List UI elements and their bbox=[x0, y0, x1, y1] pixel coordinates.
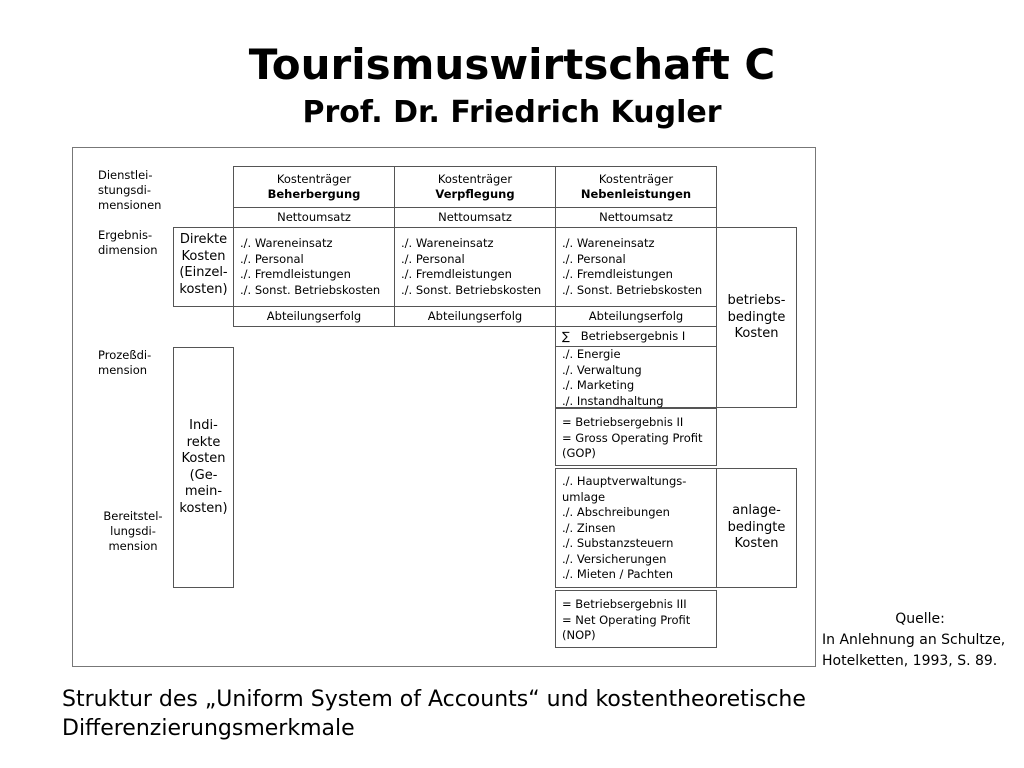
result-line: (NOP) bbox=[562, 628, 596, 642]
result-dimension-label: Ergebnis- dimension bbox=[98, 228, 158, 257]
cost-item: ./. Personal bbox=[401, 251, 465, 266]
cost-item: ./. Wareneinsatz bbox=[401, 236, 494, 250]
sum-icon: ∑ bbox=[562, 329, 570, 343]
service-dimension-label: Dienstlei- stungsdi- mensionen bbox=[98, 168, 162, 212]
result-line: = Gross Operating Profit bbox=[562, 430, 703, 445]
slide-subtitle: Prof. Dr. Friedrich Kugler bbox=[302, 95, 722, 130]
result-line: = Betriebsergebnis III bbox=[562, 597, 687, 611]
cost-unit-name: Verpflegung bbox=[435, 187, 515, 201]
department-result-cell: Abteilungserfolg bbox=[394, 306, 556, 327]
department-result-cell: Abteilungserfolg bbox=[555, 306, 717, 327]
cost-item: ./. Instandhaltung bbox=[562, 393, 664, 408]
caption-line: Differenzierungsmerkmale bbox=[62, 716, 355, 741]
diagram-frame bbox=[72, 147, 816, 667]
result-line: = Betriebsergebnis II bbox=[562, 415, 684, 429]
fixed-costs-box: ./. Hauptverwaltungs- umlage ./. Abschre… bbox=[555, 468, 717, 588]
source-line: Hotelketten, 1993, S. 89. bbox=[822, 653, 998, 669]
cost-items-ancillary: ./. Wareneinsatz ./. Personal ./. Fremdl… bbox=[555, 227, 717, 307]
cost-unit-header-catering: Kostenträger Verpflegung bbox=[394, 166, 556, 208]
cost-item: ./. Sonst. Betriebskosten bbox=[401, 282, 542, 297]
direct-costs-box: Direkte Kosten (Einzel- kosten) bbox=[173, 227, 234, 307]
cost-items-catering: ./. Wareneinsatz ./. Personal ./. Fremdl… bbox=[394, 227, 556, 307]
cost-item: ./. Zinsen bbox=[562, 520, 616, 535]
operating-result-1-label: Betriebsergebnis I bbox=[580, 329, 686, 343]
readiness-dimension-label: Bereitstel- lungsdi- mension bbox=[103, 509, 163, 553]
cost-item: ./. Substanzsteuern bbox=[562, 536, 674, 550]
cost-unit-label: Kostenträger bbox=[598, 171, 674, 186]
net-revenue-cell: Nettoumsatz bbox=[394, 207, 556, 228]
cost-item: ./. Wareneinsatz bbox=[240, 236, 333, 250]
operating-result-3-box: = Betriebsergebnis III = Net Operating P… bbox=[555, 590, 717, 648]
cost-item: ./. Versicherungen bbox=[562, 551, 667, 566]
cost-item: ./. Energie bbox=[562, 347, 621, 361]
cost-item: ./. Marketing bbox=[562, 378, 635, 392]
slide-caption: Struktur des „Uniform System of Accounts… bbox=[62, 685, 806, 743]
cost-item: ./. Mieten / Pachten bbox=[562, 567, 674, 581]
operation-related-costs-box: betriebs- bedingte Kosten bbox=[716, 227, 797, 408]
operating-result-1-cell: ∑ Betriebsergebnis I bbox=[555, 326, 717, 347]
cost-item: ./. Hauptverwaltungs- bbox=[562, 474, 687, 488]
operating-costs-box: ./. Energie ./. Verwaltung ./. Marketing… bbox=[555, 346, 717, 408]
cost-unit-name: Beherbergung bbox=[267, 187, 361, 201]
asset-related-costs-box: anlage- bedingte Kosten bbox=[716, 468, 797, 588]
cost-item: ./. Personal bbox=[562, 251, 626, 266]
cost-unit-label: Kostenträger bbox=[437, 171, 513, 186]
cost-unit-header-ancillary: Kostenträger Nebenleistungen bbox=[555, 166, 717, 208]
slide-title: Tourismuswirtschaft C bbox=[248, 40, 776, 89]
cost-item: ./. Abschreibungen bbox=[562, 505, 670, 519]
cost-item: ./. Fremdleistungen bbox=[240, 267, 351, 281]
indirect-costs-box: Indi- rekte Kosten (Ge- mein- kosten) bbox=[173, 347, 234, 588]
caption-line: Struktur des „Uniform System of Accounts… bbox=[62, 687, 806, 712]
cost-item: ./. Sonst. Betriebskosten bbox=[562, 282, 703, 297]
cost-item: ./. Wareneinsatz bbox=[562, 236, 655, 250]
source-heading: Quelle: bbox=[895, 611, 945, 627]
cost-items-accommodation: ./. Wareneinsatz ./. Personal ./. Fremdl… bbox=[233, 227, 395, 307]
net-revenue-cell: Nettoumsatz bbox=[233, 207, 395, 228]
cost-item: ./. Sonst. Betriebskosten bbox=[240, 282, 381, 297]
source-line: In Anlehnung an Schultze, bbox=[822, 632, 1006, 648]
cost-unit-header-accommodation: Kostenträger Beherbergung bbox=[233, 166, 395, 208]
result-line: = Net Operating Profit bbox=[562, 612, 691, 627]
cost-item: ./. Verwaltung bbox=[562, 362, 642, 377]
process-dimension-label: Prozeßdi- mension bbox=[98, 348, 152, 377]
operating-result-2-box: = Betriebsergebnis II = Gross Operating … bbox=[555, 408, 717, 466]
result-line: (GOP) bbox=[562, 446, 596, 460]
department-result-cell: Abteilungserfolg bbox=[233, 306, 395, 327]
cost-item: ./. Fremdleistungen bbox=[401, 267, 512, 281]
cost-unit-name: Nebenleistungen bbox=[580, 187, 692, 201]
cost-unit-label: Kostenträger bbox=[276, 171, 352, 186]
net-revenue-cell: Nettoumsatz bbox=[555, 207, 717, 228]
cost-item: ./. Personal bbox=[240, 251, 304, 266]
cost-item: ./. Fremdleistungen bbox=[562, 267, 673, 281]
cost-item: umlage bbox=[562, 489, 606, 504]
source-note: Quelle: In Anlehnung an Schultze, Hotelk… bbox=[822, 609, 1018, 672]
